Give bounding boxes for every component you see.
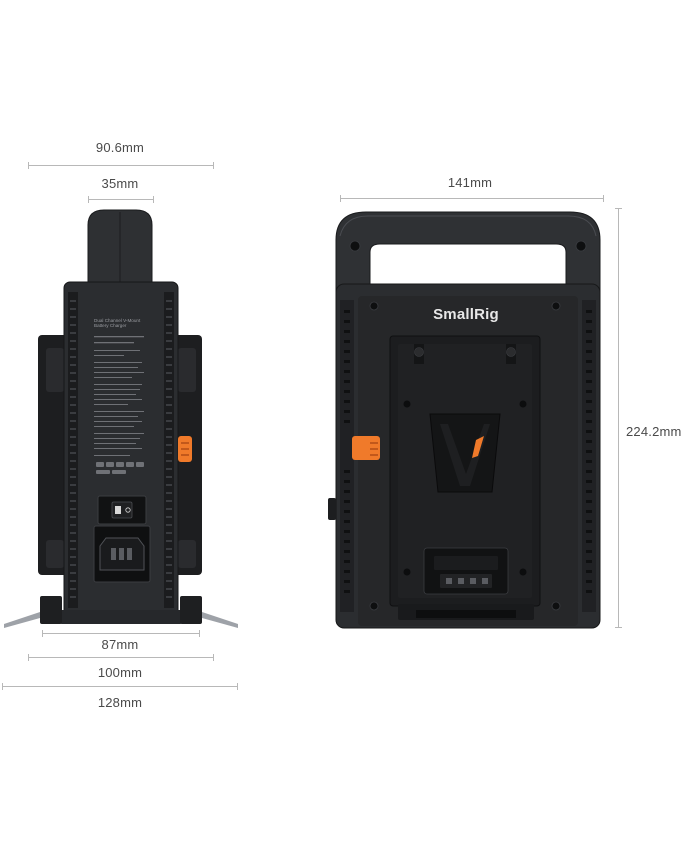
dimension-label: 100mm [97, 665, 143, 680]
dimension-label: 35mm [101, 176, 139, 191]
smallrig-logo: SmallRig [433, 306, 499, 323]
dimension-line [340, 195, 604, 202]
product-label-line: Dual Channel V-Mount [94, 318, 141, 323]
dimension-label: 128mm [97, 695, 143, 710]
dimension-line [28, 162, 214, 169]
dimension-line [28, 654, 214, 661]
product-label-line: Battery Charger [94, 323, 127, 329]
dimension-line [2, 683, 238, 690]
product-label: Dual Channel V-Mount Battery Charger [94, 318, 150, 328]
dimension-label: 141mm [447, 175, 493, 190]
dimension-label: 224.2mm [626, 424, 682, 439]
dimension-label: 90.6mm [95, 140, 145, 155]
dimension-label: 87mm [101, 637, 139, 652]
dimension-line [88, 196, 154, 203]
dimension-line [42, 630, 200, 637]
dimension-line [615, 208, 622, 628]
